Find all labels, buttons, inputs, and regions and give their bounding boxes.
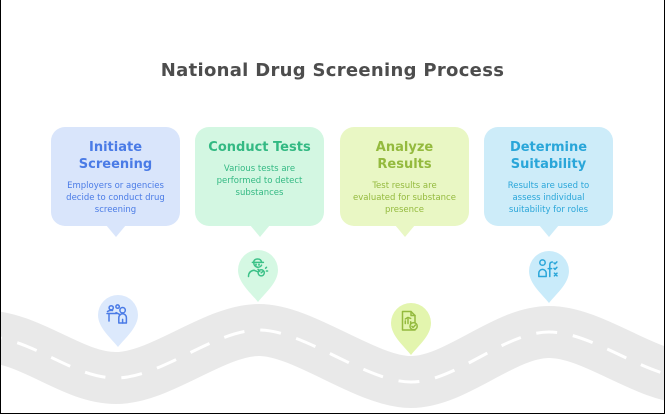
- road-lane-marking: [1, 328, 664, 384]
- step-card-conduct-tests: Conduct Tests Various tests are performe…: [195, 127, 324, 237]
- map-pin-conduct-tests: [236, 250, 280, 303]
- step-description: Employers or agencies decide to conduct …: [66, 180, 165, 215]
- card-tail: [538, 225, 559, 237]
- step-title: Conduct Tests: [208, 140, 311, 155]
- step-description: Various tests are performed to detect su…: [216, 163, 303, 198]
- card-tail: [249, 225, 270, 237]
- interview-icon: [98, 295, 138, 347]
- card-tail: [394, 225, 415, 237]
- step-title: Initiate Screening: [78, 140, 153, 172]
- suitability-assessment-icon: [529, 251, 569, 303]
- map-pin-determine-suitability: [527, 251, 571, 304]
- step-description: Results are used to assess individual su…: [507, 180, 590, 215]
- page-title: National Drug Screening Process: [160, 60, 505, 81]
- report-check-icon: [391, 303, 431, 355]
- step-title: Analyze Results: [375, 140, 434, 172]
- step-title: Determine Suitability: [509, 140, 588, 172]
- map-pin-initiate-screening: [96, 295, 140, 348]
- card-tail: [105, 225, 126, 237]
- step-card-initiate-screening: Initiate Screening Employers or agencies…: [51, 127, 180, 237]
- step-description: Test results are evaluated for substance…: [353, 180, 456, 215]
- breathalyzer-test-icon: [238, 250, 278, 302]
- step-card-determine-suitability: Determine Suitability Results are used t…: [484, 127, 613, 237]
- step-card-analyze-results: Analyze Results Test results are evaluat…: [340, 127, 469, 237]
- map-pin-analyze-results: [389, 303, 433, 356]
